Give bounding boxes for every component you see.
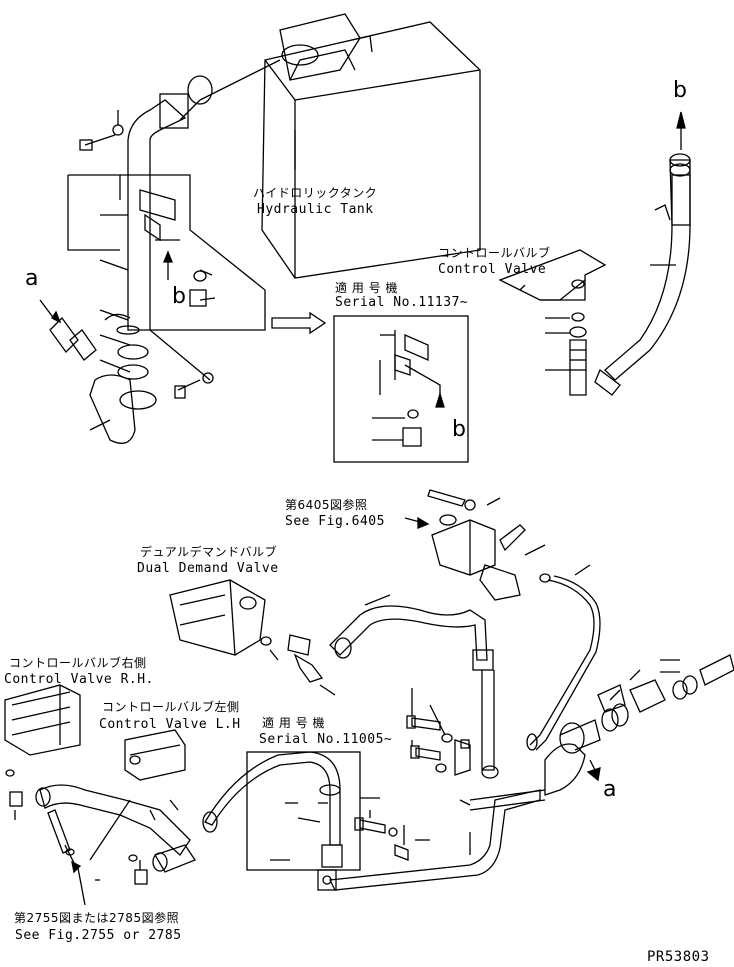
cv-lh-label: Control Valve L.H [99, 717, 241, 732]
valve-fig6405 [404, 489, 546, 601]
cv-rh-jp-label: コントロールバルブ右側 [9, 656, 147, 670]
serial-inset-box [333, 315, 469, 463]
bolts-brackets [354, 688, 471, 861]
control-valves-bottom [4, 684, 186, 862]
control-valve-top [498, 249, 607, 396]
callout-a-bottom: a [603, 777, 617, 802]
callout-b-right: b [673, 78, 688, 103]
dual-demand-jp-label: デュアルデマンドバルブ [140, 545, 278, 559]
hose-top-right [594, 111, 691, 396]
hydraulic-tank-jp-label: ハイドロリックタンク [253, 186, 378, 200]
ref-2755-label: See Fig.2755 or 2785 [15, 928, 182, 943]
serial-1-jp-label: 適 用 号 機 [335, 281, 398, 295]
serial-1-label: Serial No.11137~ [335, 295, 469, 310]
callout-a-top: a [25, 266, 39, 291]
suction-pipe-assembly [39, 75, 266, 444]
cv-lh-jp-label: コントロールバルブ左側 [102, 700, 240, 714]
drawing-number: PR53803 [647, 949, 710, 965]
serial-2-jp-label: 適 用 号 機 [262, 716, 325, 730]
callout-b-inset: b [452, 417, 467, 442]
hydraulic-tank [199, 13, 481, 279]
ref-6405-jp-label: 第6405図参照 [285, 498, 368, 512]
dual-demand-label: Dual Demand Valve [137, 561, 279, 576]
ref-2755-jp-label: 第2755図または2785図参照 [14, 911, 180, 925]
bottom-manifold [317, 670, 601, 891]
serial-2-label: Serial No.11005~ [259, 732, 393, 747]
sleeves-clamps [597, 654, 734, 732]
hose-dual-demand [269, 594, 494, 696]
control-valve-label: Control Valve [438, 262, 547, 277]
serial-inset-box-2 [204, 751, 361, 871]
dual-demand-valve [169, 579, 272, 656]
inset-arrow [271, 311, 327, 335]
ref-6405-label: See Fig.6405 [285, 514, 385, 529]
hoses-bottom-left [9, 784, 218, 906]
callout-b-top: b [172, 284, 187, 309]
cv-rh-label: Control Valve R.H. [4, 672, 154, 687]
thin-pipe [526, 564, 601, 751]
hydraulic-tank-label: Hydraulic Tank [257, 202, 374, 217]
control-valve-jp-label: コントロールバルブ [438, 246, 551, 260]
